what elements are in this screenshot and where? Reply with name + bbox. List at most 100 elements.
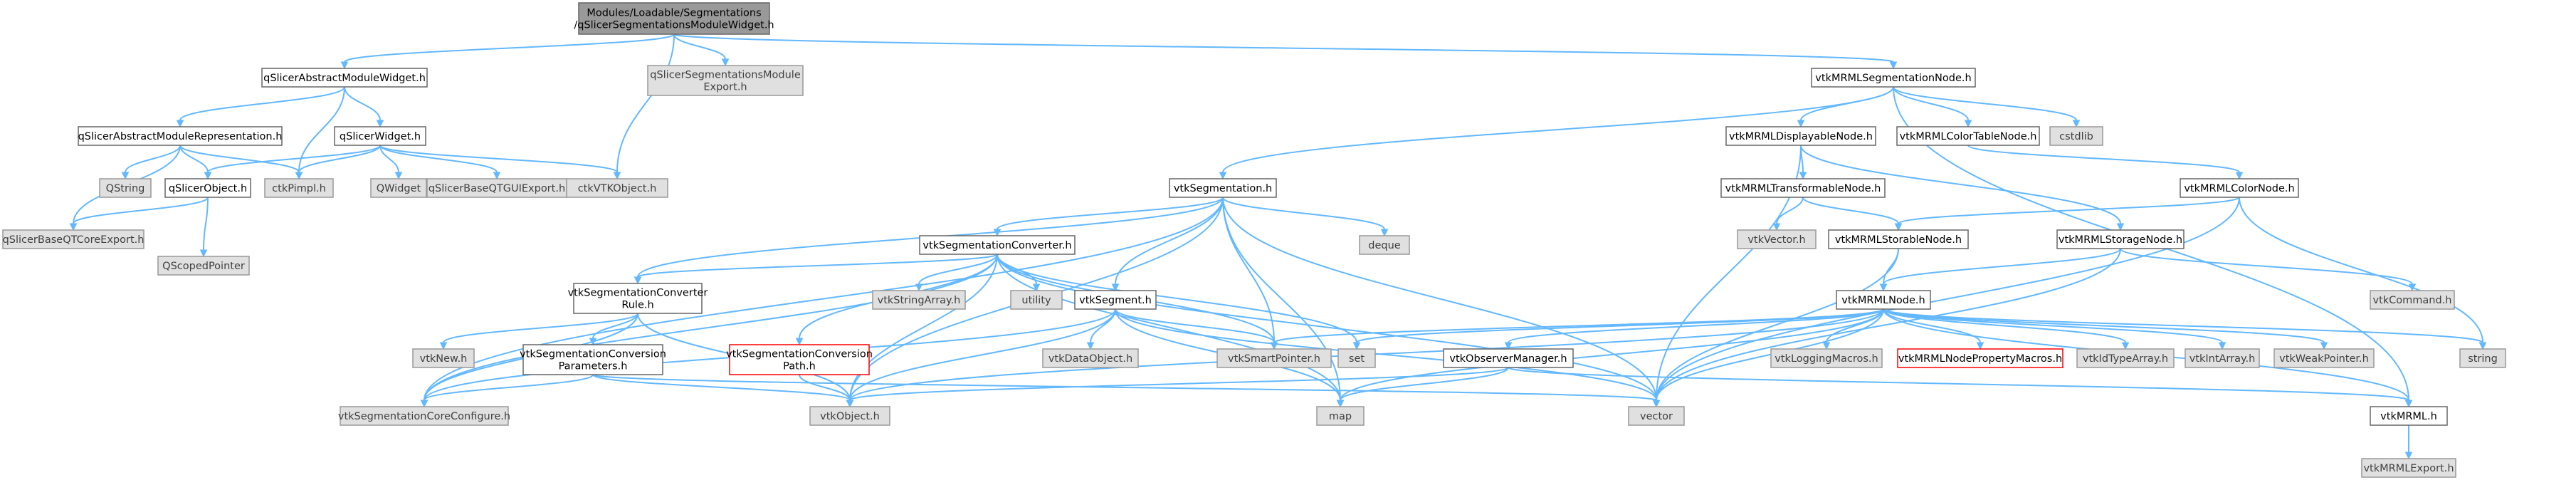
node-vtkObject[interactable]: vtkObject.h: [809, 406, 890, 426]
edge-vtkMRMLNode-to-vtkWeakPointer: [1883, 308, 2328, 350]
node-set[interactable]: set: [1337, 348, 1376, 368]
node-QScopedPointer[interactable]: QScopedPointer: [157, 256, 250, 276]
edge-vtkSegmentationConverter-to-vtkSegmentationConverterRule: [634, 254, 998, 285]
node-label-qSlicerWidget: qSlicerWidget.h: [340, 131, 421, 142]
node-label-QWidget: QWidget: [377, 183, 421, 194]
node-vtkSegment[interactable]: vtkSegment.h: [1074, 290, 1157, 310]
edge-vtkMRMLStorableNode-to-vector: [1652, 248, 1899, 408]
node-root[interactable]: Modules/Loadable/Segmentations/qSlicerSe…: [574, 2, 774, 35]
node-vtkObserverManager[interactable]: vtkObserverManager.h: [1443, 348, 1574, 368]
node-qSlicerBaseQTGUIExport[interactable]: qSlicerBaseQTGUIExport.h: [426, 178, 567, 198]
node-vtkMRMLSegmentationNode[interactable]: vtkMRMLSegmentationNode.h: [1811, 68, 1976, 88]
node-vtkWeakPointer[interactable]: vtkWeakPointer.h: [2273, 348, 2375, 368]
node-label-qSlicerAbstractModuleWidget: qSlicerAbstractModuleWidget.h: [263, 73, 426, 84]
node-label-root: Modules/Loadable/Segmentations: [587, 8, 761, 19]
node-vtkMRMLDisplayableNode[interactable]: vtkMRMLDisplayableNode.h: [1725, 126, 1876, 146]
edge-vtkMRMLSegmentationNode-to-cstdlib: [1893, 86, 2081, 128]
edge-qSlicerAbstractModuleRepresentation-to-QString: [121, 145, 181, 180]
node-vtkMRML[interactable]: vtkMRML.h: [2370, 406, 2448, 426]
edge-vtkSegmentationConverterRule-to-vtkNew: [439, 313, 638, 350]
node-ctkPimpl[interactable]: ctkPimpl.h: [264, 178, 334, 198]
edge-vtkMRMLNode-to-string: [1883, 308, 2487, 350]
node-ctkVTKObject[interactable]: ctkVTKObject.h: [566, 178, 668, 198]
edge-vtkObserverManager-to-vtkMRML: [1508, 367, 2413, 408]
node-label-vtkSegmentationConverterRule: Rule.h: [621, 300, 653, 311]
node-vtkMRMLNode[interactable]: vtkMRMLNode.h: [1836, 290, 1931, 310]
edge-qSlicerAbstractModuleWidget-to-qSlicerWidget: [344, 86, 384, 128]
node-label-vtkLoggingMacros: vtkLoggingMacros.h: [1775, 353, 1878, 365]
node-label-vtkMRMLNodePropertyMacros: vtkMRMLNodePropertyMacros.h: [1898, 353, 2062, 365]
node-label-qSlicerBaseQTGUIExport: qSlicerBaseQTGUIExport.h: [429, 183, 565, 194]
node-qSlicerAbstractModuleWidget[interactable]: qSlicerAbstractModuleWidget.h: [261, 68, 428, 88]
edge-vtkMRMLStorageNode-to-vtkCommand: [2120, 248, 2417, 292]
edge-vtkMRMLNode-to-vtkObserverManager: [1504, 308, 1884, 350]
node-QWidget[interactable]: QWidget: [370, 178, 427, 198]
node-label-vtkObserverManager: vtkObserverManager.h: [1449, 353, 1567, 365]
node-label-vtkMRMLColorTableNode: vtkMRMLColorTableNode.h: [1900, 131, 2037, 142]
node-vtkMRMLStorableNode[interactable]: vtkMRMLStorableNode.h: [1828, 229, 1969, 249]
node-label-vtkSegmentationConverterRule: vtkSegmentationConverter: [568, 288, 708, 299]
node-QString[interactable]: QString: [99, 178, 152, 198]
edge-vtkSegment-to-vtkSmartPointer: [1115, 308, 1278, 350]
node-qSlicerObject[interactable]: qSlicerObject.h: [164, 178, 251, 198]
node-deque[interactable]: deque: [1359, 235, 1410, 255]
node-label-ctkVTKObject: ctkVTKObject.h: [578, 183, 657, 194]
node-label-qSlicerBaseQTCoreExport: qSlicerBaseQTCoreExport.h: [3, 234, 144, 246]
node-label-QScopedPointer: QScopedPointer: [162, 261, 245, 272]
edge-vtkMRMLNode-to-vtkIdTypeArray: [1883, 308, 2130, 350]
node-label-QString: QString: [106, 183, 145, 194]
edge-qSlicerObject-to-qSlicerBaseQTCoreExport: [69, 197, 209, 231]
edge-vtkMRMLColorNode-to-vector: [1652, 197, 2240, 408]
node-label-map: map: [1329, 411, 1352, 422]
node-vtkMRMLStorageNode[interactable]: vtkMRMLStorageNode.h: [2056, 229, 2185, 249]
node-label-vtkMRMLDisplayableNode: vtkMRMLDisplayableNode.h: [1729, 131, 1873, 142]
node-vtkSegmentation[interactable]: vtkSegmentation.h: [1169, 178, 1277, 198]
node-vtkStringArray[interactable]: vtkStringArray.h: [872, 290, 966, 310]
node-utility[interactable]: utility: [1010, 290, 1063, 310]
node-vtkIdTypeArray[interactable]: vtkIdTypeArray.h: [2076, 348, 2175, 368]
node-map[interactable]: map: [1316, 406, 1365, 426]
node-vtkIntArray[interactable]: vtkIntArray.h: [2185, 348, 2260, 368]
node-label-vtkWeakPointer: vtkWeakPointer.h: [2279, 353, 2369, 365]
edge-vtkMRMLSegmentationNode-to-vtkMRMLDisplayableNode: [1797, 86, 1894, 128]
edge-vtkMRMLColorTableNode-to-vtkMRMLColorNode: [1967, 145, 2244, 180]
node-vtkVector[interactable]: vtkVector.h: [1737, 229, 1817, 249]
node-vtkDataObject[interactable]: vtkDataObject.h: [1042, 348, 1139, 368]
node-label-vtkSegment: vtkSegment.h: [1079, 295, 1152, 306]
node-vtkMRMLExport[interactable]: vtkMRMLExport.h: [2361, 458, 2456, 478]
edge-vtkMRMLTransformableNode-to-vtkVector: [1772, 197, 1804, 231]
edge-vtkMRML-to-vtkMRMLExport: [2404, 425, 2413, 460]
edge-vtkMRMLNode-to-vector: [1652, 308, 1884, 408]
node-label-vtkMRMLExport: vtkMRMLExport.h: [2363, 463, 2454, 474]
node-vtkSmartPointer[interactable]: vtkSmartPointer.h: [1216, 348, 1332, 368]
edge-vtkSegmentation-to-deque: [1222, 197, 1389, 237]
node-label-vtkDataObject: vtkDataObject.h: [1048, 353, 1132, 365]
node-vtkNew[interactable]: vtkNew.h: [412, 348, 475, 368]
node-label-vtkCommand: vtkCommand.h: [2373, 295, 2452, 306]
node-qSlicerWidget[interactable]: qSlicerWidget.h: [334, 126, 426, 146]
node-vtkMRMLTransformableNode[interactable]: vtkMRMLTransformableNode.h: [1720, 178, 1886, 198]
node-label-qSlicerSegmentationsModuleExport: qSlicerSegmentationsModule: [650, 70, 801, 81]
node-vtkMRMLNodePropertyMacros[interactable]: vtkMRMLNodePropertyMacros.h: [1897, 348, 2064, 368]
edge-vtkObserverManager-to-map: [1336, 367, 1509, 408]
node-vtkCommand[interactable]: vtkCommand.h: [2370, 290, 2455, 310]
node-cstdlib[interactable]: cstdlib: [2049, 126, 2103, 146]
node-label-set: set: [1349, 353, 1365, 365]
node-vtkMRMLColorTableNode[interactable]: vtkMRMLColorTableNode.h: [1896, 126, 2040, 146]
node-vtkSegmentationConverter[interactable]: vtkSegmentationConverter.h: [919, 235, 1076, 255]
node-string[interactable]: string: [2459, 348, 2506, 368]
node-label-vtkSegmentationConversionPath: vtkSegmentationConversion: [726, 349, 873, 360]
node-qSlicerBaseQTCoreExport[interactable]: qSlicerBaseQTCoreExport.h: [2, 229, 144, 249]
edge-qSlicerWidget-to-QWidget: [379, 145, 403, 180]
node-vector[interactable]: vector: [1628, 406, 1685, 426]
node-vtkLoggingMacros[interactable]: vtkLoggingMacros.h: [1770, 348, 1883, 368]
node-vtkMRMLColorNode[interactable]: vtkMRMLColorNode.h: [2180, 178, 2299, 198]
edge-vtkMRMLNode-to-vtkIntArray: [1883, 308, 2227, 350]
node-vtkSegmentationCoreConfigure[interactable]: vtkSegmentationCoreConfigure.h: [338, 406, 510, 426]
edge-vtkMRMLStorageNode-to-vtkMRMLNode: [1879, 248, 2121, 292]
node-qSlicerAbstractModuleRepresentation[interactable]: qSlicerAbstractModuleRepresentation.h: [78, 126, 283, 146]
